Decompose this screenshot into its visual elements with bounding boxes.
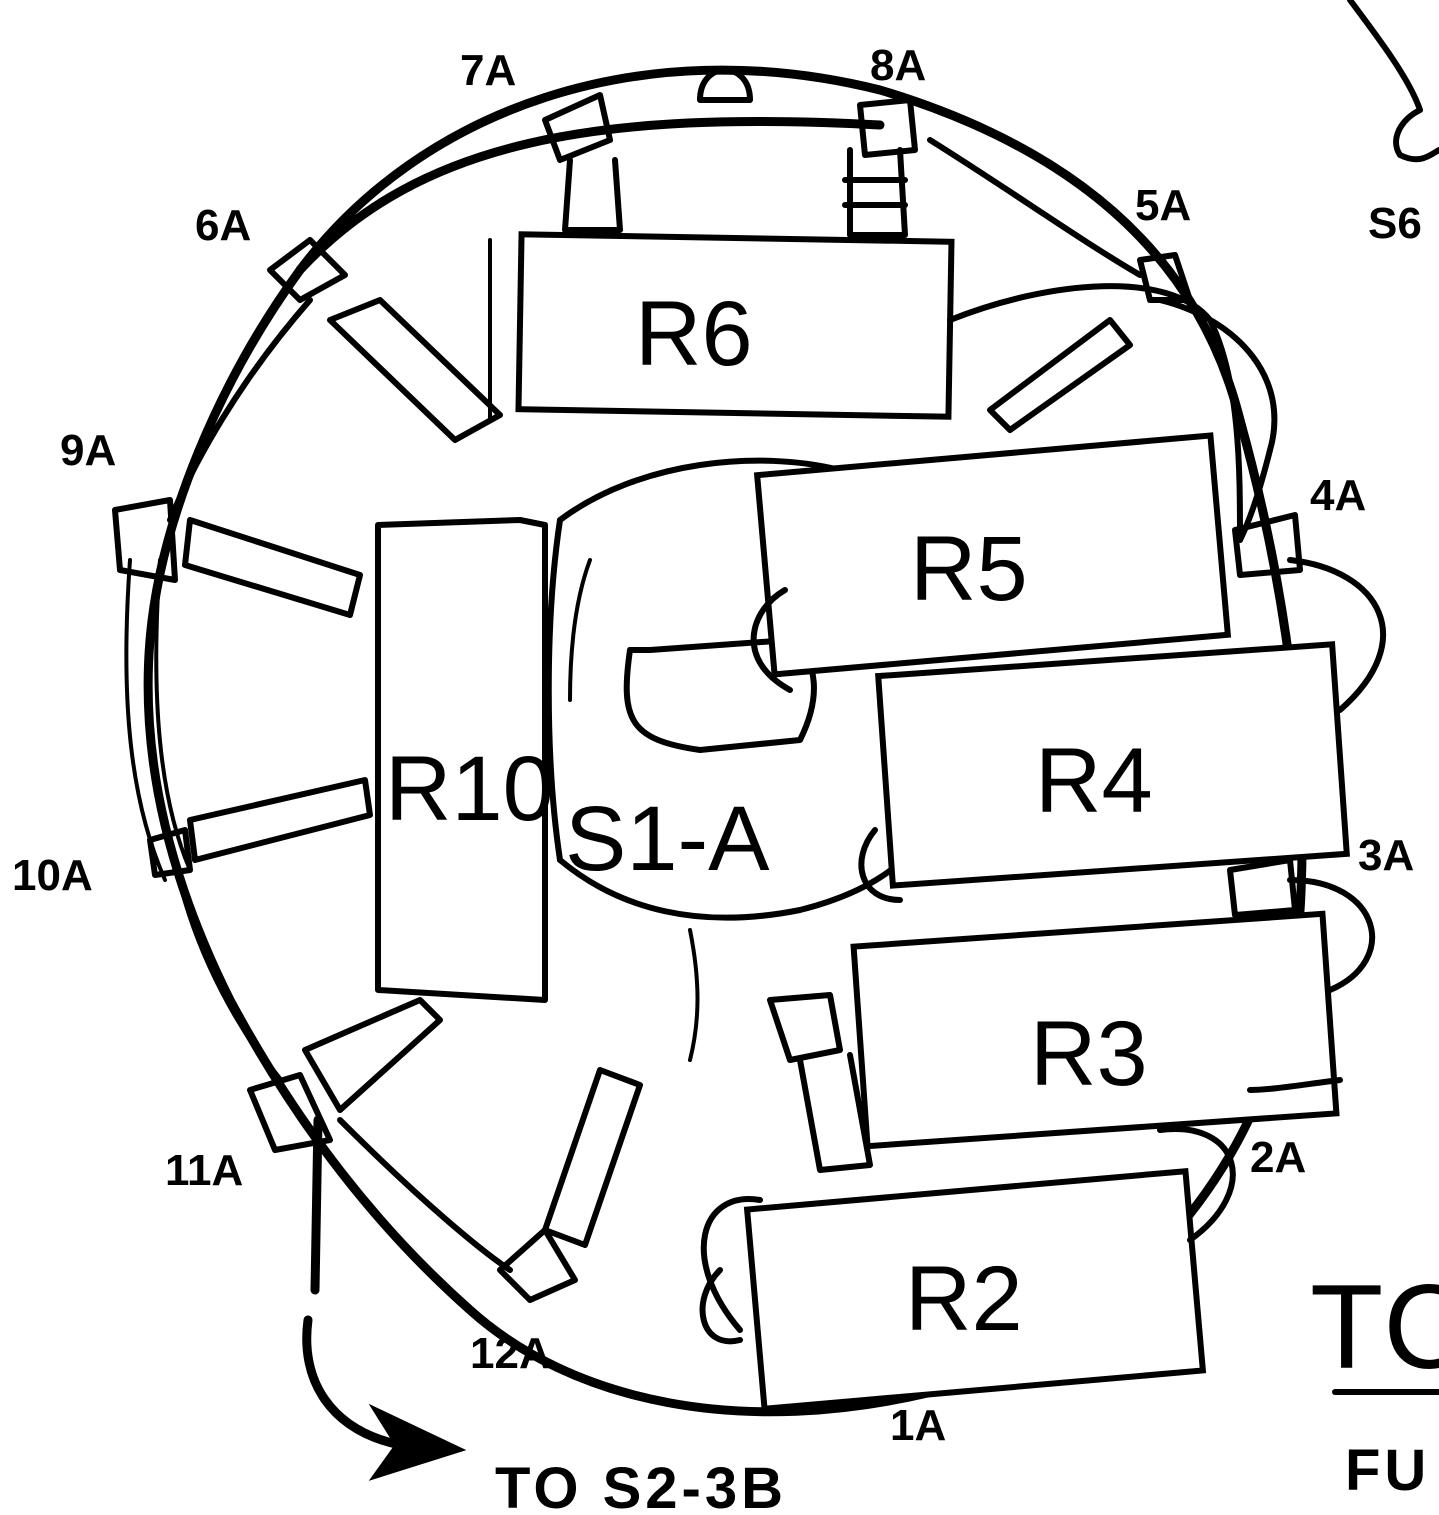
lug-5a-terminal bbox=[987, 252, 1193, 433]
r6-label: R6 bbox=[635, 283, 753, 385]
lug-label-6a: 6A bbox=[195, 201, 251, 250]
lug-9a-terminal bbox=[112, 497, 363, 618]
lug-2a-terminal bbox=[1157, 1126, 1236, 1243]
resistor-r5: R5 bbox=[753, 432, 1232, 678]
lug-10a-terminal bbox=[147, 777, 373, 878]
wiring bbox=[167, 116, 1386, 1345]
lug-8a-terminal bbox=[842, 97, 918, 238]
resistor-r2: R2 bbox=[743, 1167, 1207, 1413]
r5-label: R5 bbox=[910, 518, 1028, 620]
edge-lead-top-right bbox=[1347, 0, 1439, 163]
edge-text-bottom-right-small: FU bbox=[1345, 1438, 1430, 1503]
lug-label-2a: 2A bbox=[1250, 1133, 1306, 1182]
r3-label: R3 bbox=[1030, 1003, 1148, 1105]
lug-3a-terminal bbox=[1227, 857, 1298, 918]
lug-11a-terminal bbox=[247, 997, 443, 1153]
lug-label-12a: 12A bbox=[470, 1329, 551, 1378]
output-lead bbox=[302, 1115, 467, 1481]
r4-label: R4 bbox=[1035, 730, 1153, 832]
lug-label-9a: 9A bbox=[60, 426, 116, 475]
resistor-r4: R4 bbox=[875, 641, 1350, 889]
lug-label-8a: 8A bbox=[870, 41, 926, 90]
lug-12a-terminal bbox=[497, 1067, 643, 1303]
r10-label: R10 bbox=[385, 738, 554, 840]
r2-label: R2 bbox=[905, 1248, 1023, 1350]
lug-1a-terminal bbox=[767, 992, 873, 1173]
lug-4a-terminal bbox=[1232, 512, 1303, 578]
lug-label-1a: 1A bbox=[890, 1401, 946, 1450]
lug-label-5a: 5A bbox=[1135, 181, 1191, 230]
lug-7a-terminal bbox=[542, 92, 623, 233]
resistor-r6: R6 bbox=[515, 231, 955, 420]
resistor-r3: R3 bbox=[850, 910, 1340, 1150]
lug-label-10a: 10A bbox=[12, 851, 93, 900]
switch-label: S1-A bbox=[565, 788, 770, 890]
lead-note: TO S2-3B bbox=[495, 1456, 787, 1515]
lug-label-4a: 4A bbox=[1310, 471, 1366, 520]
lug-label-11a: 11A bbox=[165, 1146, 243, 1195]
lug-label-3a: 3A bbox=[1358, 831, 1414, 880]
lug-label-7a: 7A bbox=[460, 46, 516, 95]
edge-text-bottom-right-big: TC bbox=[1310, 1260, 1439, 1394]
edge-text-top-right: S6 bbox=[1368, 199, 1422, 248]
resistor-r10: R10 bbox=[375, 517, 554, 1003]
lug-6a-terminal bbox=[267, 237, 503, 443]
